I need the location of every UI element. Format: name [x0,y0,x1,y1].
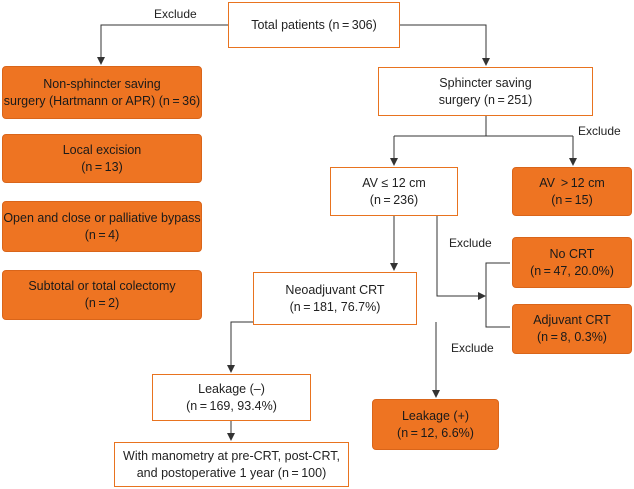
leakage-negative-box: Leakage (–) (n = 169, 93.4%) [152,374,311,421]
box-line: Neoadjuvant CRT [285,282,385,297]
box-line: (n = 8, 0.3%) [537,330,607,344]
box-line: (n = 169, 93.4%) [186,398,277,413]
box-line: Subtotal or total colectomy [28,279,176,293]
box-line: Total patients (n = 306) [251,17,377,32]
bracket-no-crt-adjuvant [485,262,510,328]
box-line: Open and close or palliative bypass [3,210,201,225]
adjuvant-crt-box: Adjuvant CRT (n = 8, 0.3%) [512,304,632,354]
total-patients-box: Total patients (n = 306) [228,2,400,48]
box-line: Non-sphincter saving [43,76,161,91]
box-line: Leakage (+) [401,408,470,423]
exclude-label: Exclude [578,124,621,138]
local-excision-box: Local excision (n = 13) [2,134,202,183]
line-av-to-exclude [436,216,486,300]
exclude-label: Exclude [154,7,197,21]
exclude-label: Exclude [451,341,494,355]
open-close-box: Open and close or palliative bypass (n =… [2,201,202,252]
box-line: With manometry at pre-CRT, post-CRT, [123,448,340,463]
box-line: Sphincter saving [439,75,532,90]
box-line: and postoperative 1 year (n = 100) [136,465,327,480]
av-le12-box: AV ≤ 12 cm (n = 236) [330,167,458,216]
box-line: AV > 12 cm [539,175,605,190]
box-line: (n = 12, 6.6%) [397,425,474,440]
non-sphincter-box: Non-sphincter saving surgery (Hartmann o… [2,66,202,119]
sphincter-saving-box: Sphincter saving surgery (n = 251) [378,67,593,116]
box-line: (n = 4) [84,227,120,242]
neoadjuvant-crt-box: Neoadjuvant CRT (n = 181, 76.7%) [253,272,417,325]
box-line: Leakage (–) [198,381,265,396]
box-line: (n = 13) [81,159,123,174]
box-line: (n = 15) [551,192,593,207]
box-line: No CRT [549,246,595,261]
av-gt12-box: AV > 12 cm (n = 15) [512,167,632,216]
box-line: surgery (Hartmann or APR) (n = 36) [3,93,201,108]
box-line: surgery (n = 251) [438,92,533,107]
box-line: (n = 181, 76.7%) [289,299,381,314]
arrow-to-leak-neg [227,321,353,373]
arrow-total-to-sphincter [400,24,490,66]
box-line: Adjuvant CRT [533,313,611,327]
exclude-label: Exclude [449,236,492,250]
arrow-total-to-non-sphincter [97,24,228,65]
no-crt-box: No CRT (n = 47, 20.0%) [512,237,632,288]
box-line: AV ≤ 12 cm [362,175,426,190]
box-line: (n = 47, 20.0%) [530,263,614,278]
box-line: (n = 236) [369,192,419,207]
manometry-box: With manometry at pre-CRT, post-CRT, and… [114,442,349,487]
leakage-positive-box: Leakage (+) (n = 12, 6.6%) [372,399,499,450]
box-line: Local excision [62,142,142,157]
colectomy-box: Subtotal or total colectomy (n = 2) [2,270,202,320]
box-line: (n = 2) [84,296,120,310]
